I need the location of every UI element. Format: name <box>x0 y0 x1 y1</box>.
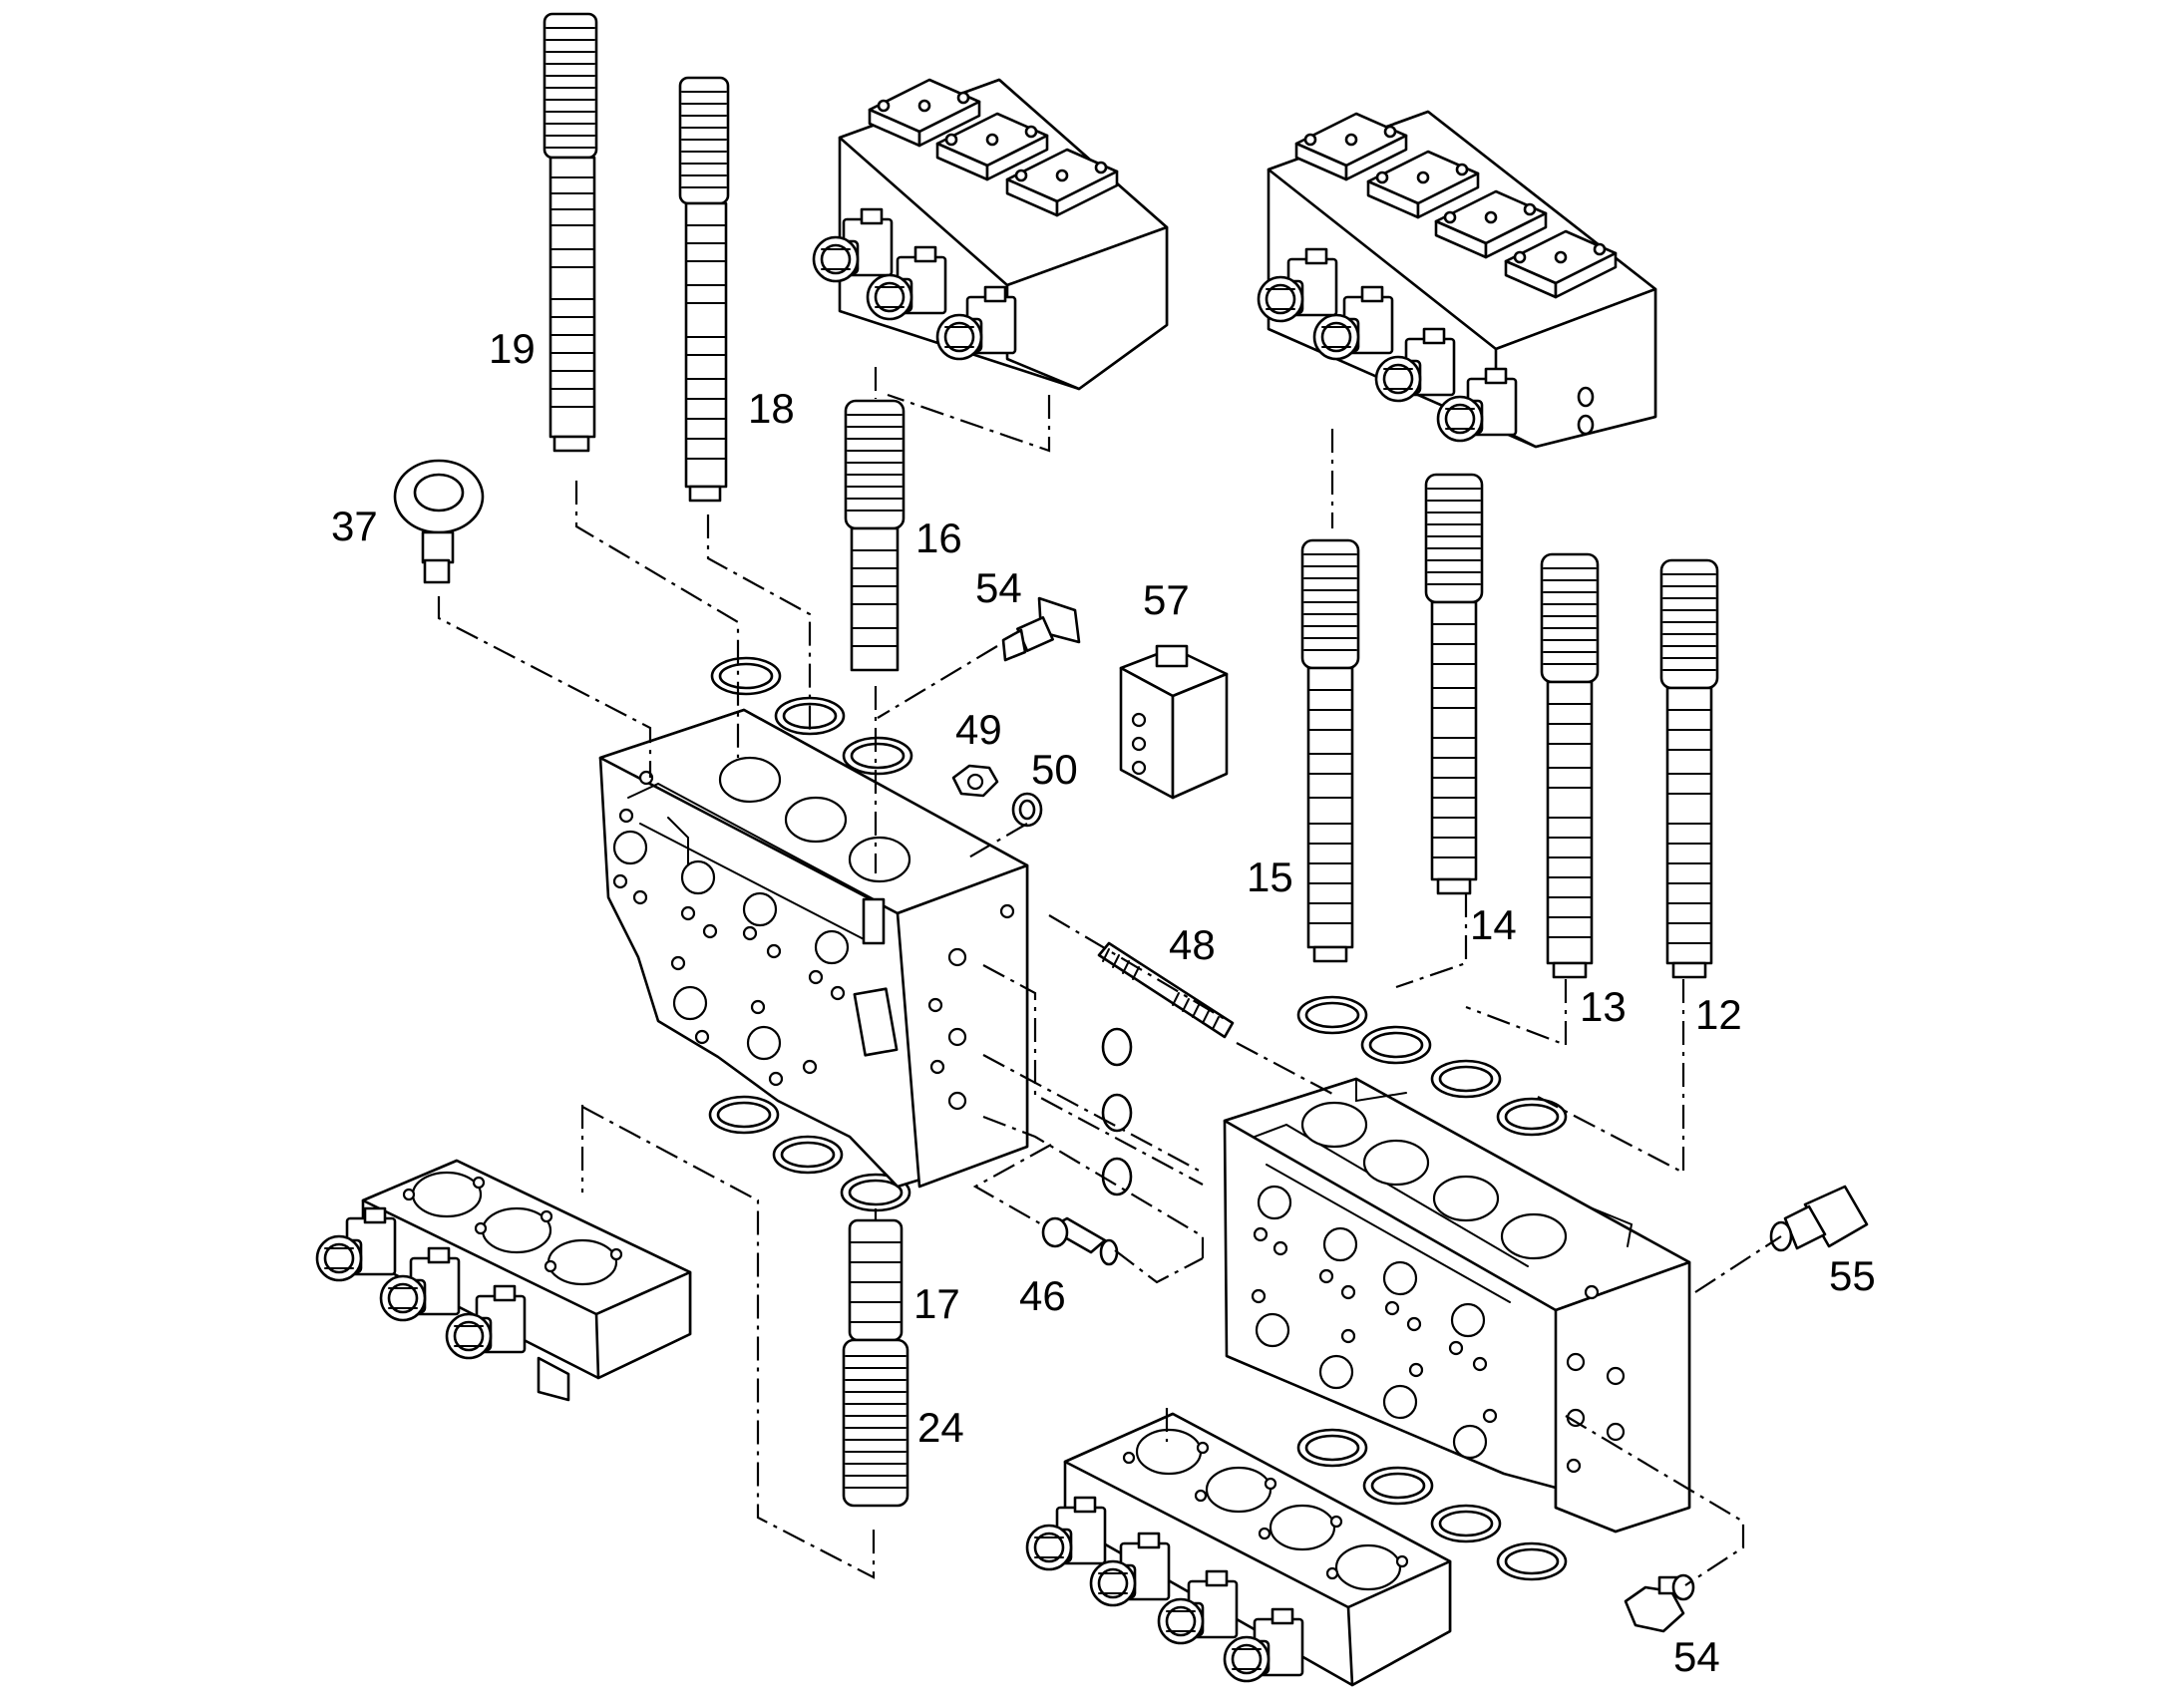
fitting-46 <box>1041 1216 1119 1266</box>
label-57: 57 <box>1143 576 1190 623</box>
solenoid-block-bottom-right <box>1025 1412 1452 1687</box>
assembly-leader-lines <box>437 367 1782 1586</box>
label-37: 37 <box>331 503 378 549</box>
washer-50 <box>1011 792 1043 828</box>
o-rings <box>708 656 1568 1581</box>
label-15: 15 <box>1247 854 1293 900</box>
spool-19 <box>543 12 598 453</box>
solenoid-block-top-right <box>1257 110 1657 449</box>
label-54-bottom: 54 <box>1673 1633 1720 1680</box>
callout-labels: 19 18 16 37 54 57 49 50 48 15 14 13 12 1… <box>331 325 1876 1680</box>
spool-16 <box>844 399 906 672</box>
eye-bolt-37 <box>393 459 485 584</box>
label-14: 14 <box>1470 901 1517 948</box>
label-17: 17 <box>913 1280 960 1327</box>
label-16: 16 <box>915 514 962 561</box>
spool-12 <box>1659 558 1719 979</box>
label-50: 50 <box>1031 746 1078 793</box>
plug-54-top <box>1001 596 1081 662</box>
spool-18 <box>678 76 730 503</box>
label-54-top: 54 <box>975 564 1022 611</box>
spool-17-24 <box>842 1218 909 1508</box>
fitting-55 <box>1769 1185 1869 1252</box>
spool-15 <box>1300 538 1360 963</box>
solenoid-block-top-left <box>812 78 1169 391</box>
nut-49 <box>951 764 999 798</box>
label-13: 13 <box>1580 983 1627 1030</box>
stud-48 <box>1097 941 1235 1039</box>
label-12: 12 <box>1695 991 1742 1038</box>
label-24: 24 <box>917 1404 964 1451</box>
plug-54-bottom <box>1624 1573 1695 1633</box>
solenoid-block-bottom-left <box>315 1159 692 1402</box>
label-18: 18 <box>748 385 795 432</box>
spool-14 <box>1424 473 1484 895</box>
valve-body-left <box>598 708 1029 1189</box>
valve-body-right <box>1223 1077 1691 1534</box>
label-48: 48 <box>1169 921 1216 968</box>
label-19: 19 <box>489 325 536 372</box>
spool-13 <box>1540 552 1600 979</box>
label-55: 55 <box>1829 1252 1876 1299</box>
label-49: 49 <box>955 706 1002 753</box>
valve-57 <box>1119 644 1229 800</box>
label-46: 46 <box>1019 1272 1066 1319</box>
